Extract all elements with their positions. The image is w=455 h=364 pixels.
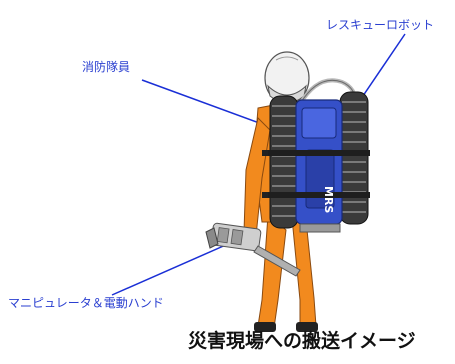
label-firefighter: 消防隊員 [82, 60, 131, 74]
robot-badge: MRS [322, 186, 335, 213]
label-manipulator: マニピュレータ＆電動ハンド [8, 296, 164, 310]
leader-line-firefighter [141, 79, 263, 125]
manipulator-arm [205, 222, 301, 277]
leader-line-manipulator [111, 243, 229, 296]
caption: 災害現場への搬送イメージ [188, 330, 416, 352]
label-rescue-robot: レスキューロボット [326, 18, 435, 32]
rescue-robot-backpack [268, 91, 370, 233]
